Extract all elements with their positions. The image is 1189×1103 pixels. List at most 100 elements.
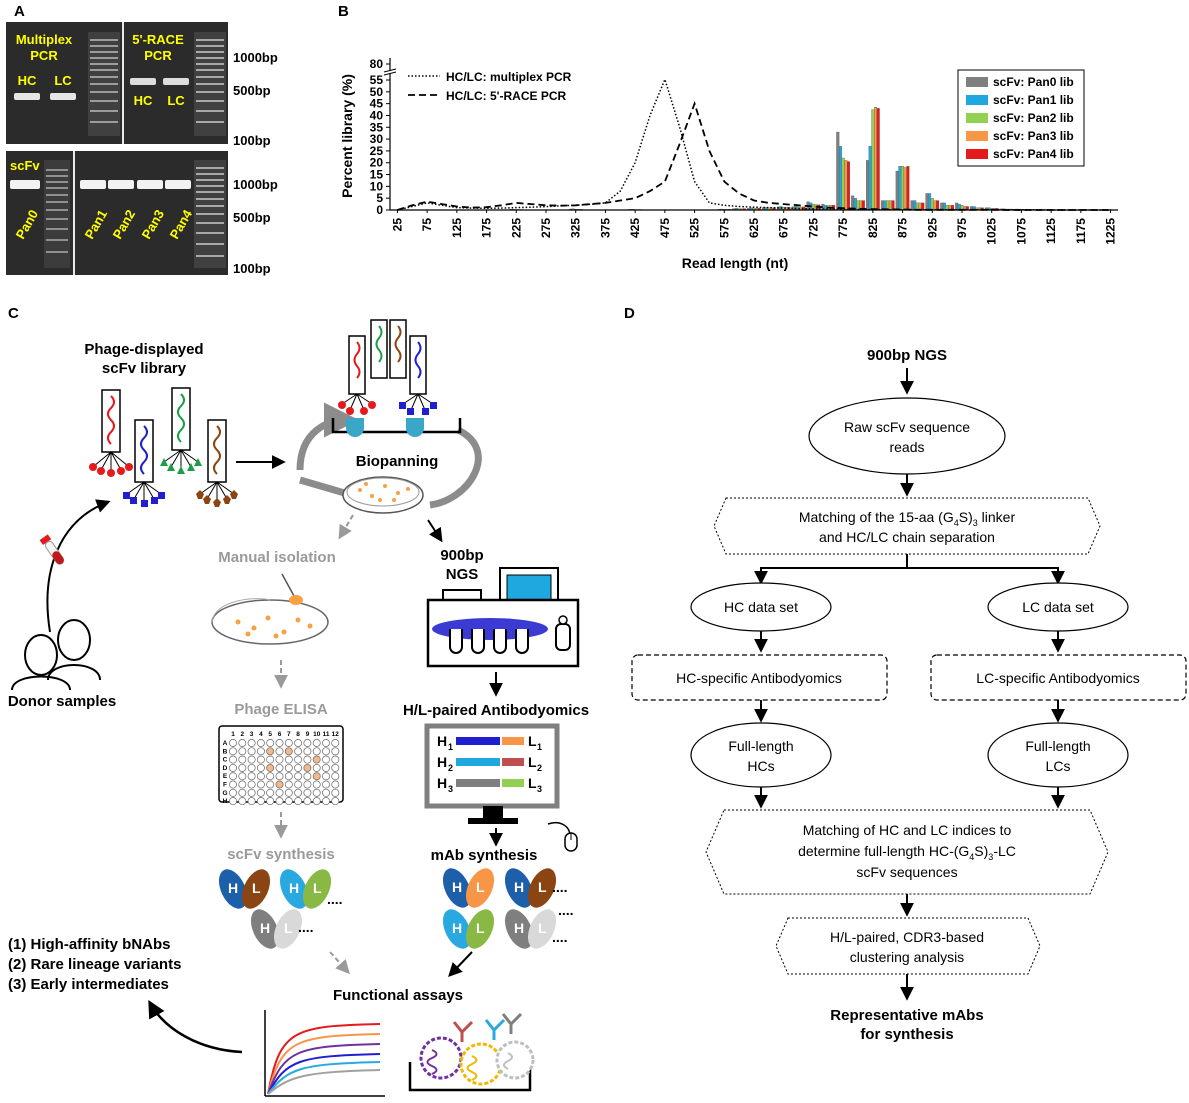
elisa-well xyxy=(294,780,303,789)
elisa-col-label: 11 xyxy=(323,731,330,738)
x-tick-label: 525 xyxy=(688,218,702,238)
elisa-well xyxy=(312,755,321,764)
elisa-well xyxy=(229,788,237,797)
elisa-well xyxy=(331,772,340,781)
x-tick-label: 75 xyxy=(420,218,434,232)
elisa-well xyxy=(275,772,284,781)
elisa-well xyxy=(266,772,275,781)
bar-scfv-pan1-lib xyxy=(838,146,842,211)
monitor-h-sub-2: 2 xyxy=(448,763,453,773)
scfv-h-1: H xyxy=(228,880,238,896)
marker-1000bp-top: 1000bp xyxy=(233,50,278,65)
elisa-row-label: C xyxy=(223,757,228,764)
monitor-h-1: H xyxy=(437,733,447,749)
full-length-lc-line-1: Full-length xyxy=(1025,738,1090,754)
gel-label-lc-2: LC xyxy=(167,93,185,108)
bar-scfv-pan0-lib xyxy=(910,200,914,211)
ngs-label-1: 900bp xyxy=(440,547,483,564)
phage-brown xyxy=(196,419,238,507)
x-tick-label: 1225 xyxy=(1104,218,1118,245)
x-tick-label: 625 xyxy=(747,218,761,238)
mab-ellipsis-1: .... xyxy=(552,879,568,895)
bar-scfv-pan2-lib xyxy=(871,109,875,211)
elisa-well xyxy=(294,797,303,806)
gel-band-pan4 xyxy=(165,180,191,189)
library-title-2: scFv library xyxy=(102,360,187,377)
manual-isolation-label: Manual isolation xyxy=(218,549,336,566)
x-tick-label: 1125 xyxy=(1044,218,1058,244)
elisa-well xyxy=(284,788,293,797)
library-title-1: Phage-displayed xyxy=(84,341,203,358)
legend-swatch-pan1 xyxy=(966,95,988,105)
node-full-length-lcs xyxy=(987,722,1129,788)
elisa-well xyxy=(294,739,303,747)
panel-c: C Phage-displayed scFv library xyxy=(8,305,589,1097)
elisa-well xyxy=(312,788,321,797)
scfv-synthesis-label: scFv synthesis xyxy=(227,846,335,863)
elisa-col-label: 2 xyxy=(240,731,244,738)
raw-reads-line-2: reads xyxy=(889,439,924,455)
elisa-well xyxy=(266,780,275,789)
gel-band-lc-multiplex xyxy=(50,93,76,100)
monitor-l-2: L xyxy=(528,754,537,770)
gel-bottom xyxy=(6,151,228,275)
elisa-well xyxy=(229,763,237,772)
arrow-to-ngs xyxy=(427,519,443,543)
scfv-l-1: L xyxy=(252,880,261,896)
elisa-well xyxy=(284,772,293,781)
elisa-row-label: D xyxy=(223,765,228,772)
elisa-well xyxy=(331,780,340,789)
x-tick-label: 775 xyxy=(836,218,850,238)
y-tick-label: 45 xyxy=(370,97,384,111)
bar-scfv-pan3-lib xyxy=(888,200,892,211)
monitor-l-1: L xyxy=(528,733,537,749)
gel-title-race-1: 5'-RACE xyxy=(132,32,184,47)
elisa-well xyxy=(275,788,284,797)
panel-label-a: A xyxy=(14,3,25,20)
elisa-well xyxy=(247,747,256,756)
elisa-well xyxy=(303,739,312,747)
elisa-well xyxy=(303,788,312,797)
x-tick-label: 825 xyxy=(866,218,880,238)
linker-matching-line-2: and HC/LC chain separation xyxy=(819,529,995,545)
phage-library xyxy=(89,387,238,507)
y-tick-label: 0 xyxy=(376,203,383,217)
monitor-l-sub-3: 3 xyxy=(537,784,542,794)
mab-ellipsis-3: .... xyxy=(552,929,568,945)
elisa-well xyxy=(284,755,293,764)
elisa-well xyxy=(284,747,293,756)
elisa-well xyxy=(229,755,237,764)
elisa-well xyxy=(303,763,312,772)
x-tick-label: 375 xyxy=(598,218,612,238)
bar-scfv-pan0-lib xyxy=(925,193,929,211)
gel-bottom-ladder-2 xyxy=(194,160,226,268)
elisa-well xyxy=(322,763,330,772)
x-tick-label: 575 xyxy=(717,218,731,238)
scfv-h-3: H xyxy=(260,920,270,936)
node-full-length-hcs xyxy=(690,722,832,788)
gel-title-race-2: PCR xyxy=(144,48,172,63)
x-tick-label: 1175 xyxy=(1074,218,1088,244)
bar-scfv-pan4-lib xyxy=(906,166,910,211)
elisa-well xyxy=(266,788,275,797)
bar-scfv-pan2-lib xyxy=(930,198,934,211)
elisa-well xyxy=(256,788,265,797)
gel-band-pan2 xyxy=(108,180,134,189)
monitor-h-3: H xyxy=(437,775,447,791)
gel-top-ladder-2 xyxy=(194,32,226,136)
elisa-well xyxy=(303,772,312,781)
scfv-l-3: L xyxy=(284,920,293,936)
mab-synthesis-label: mAb synthesis xyxy=(431,847,538,864)
node-clustering xyxy=(775,917,1041,975)
bar-scfv-pan1-lib xyxy=(913,200,917,211)
gel-band-pan1 xyxy=(80,180,106,189)
elisa-well xyxy=(303,755,312,764)
y-tick-label: 30 xyxy=(370,132,384,146)
elisa-well xyxy=(275,755,284,764)
elisa-well xyxy=(322,739,330,747)
clustering-line-2: clustering analysis xyxy=(850,949,964,965)
elisa-well xyxy=(322,797,330,806)
node-raw-reads xyxy=(808,397,1006,475)
